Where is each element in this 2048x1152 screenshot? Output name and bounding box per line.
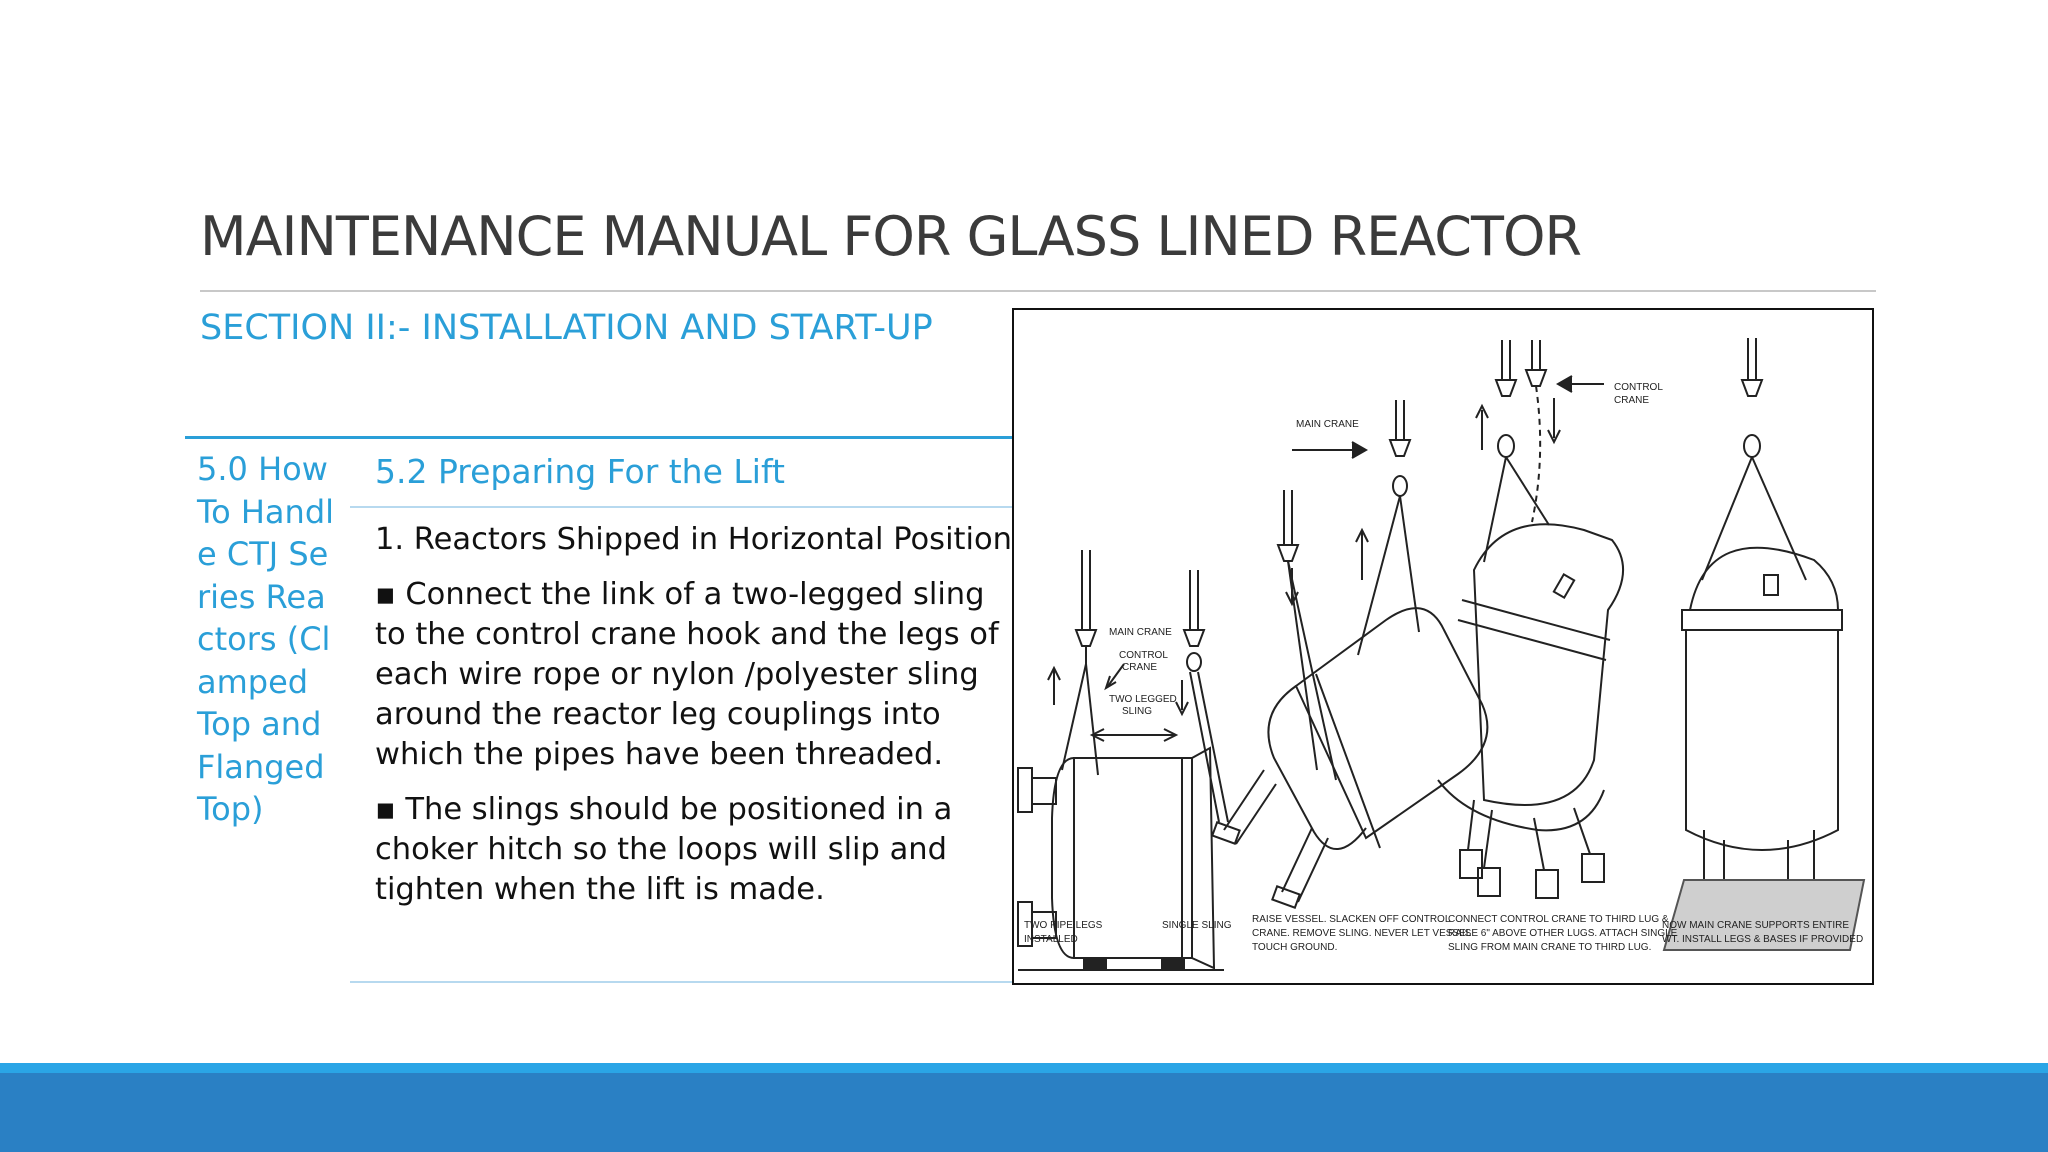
caption-step-3: RAISE 6" ABOVE OTHER LUGS. ATTACH SINGLE <box>1448 928 1678 939</box>
step-2-labels: MAIN CRANE <box>1296 419 1359 430</box>
caption-step-3: SLING FROM MAIN CRANE TO THIRD LUG. <box>1448 942 1651 953</box>
control-crane-label: CONTROL <box>1614 382 1663 393</box>
control-crane-label: CRANE <box>1614 395 1649 406</box>
caption-step-1-sling: SINGLE SLING <box>1162 920 1232 931</box>
caption-step-3: CONNECT CONTROL CRANE TO THIRD LUG & <box>1448 914 1669 925</box>
caption-step-1: INSTALLED <box>1024 934 1078 945</box>
step-4-illustration <box>1681 338 1843 927</box>
step-3-labels: CONTROL CRANE <box>1614 382 1663 406</box>
heading-divider <box>350 506 1015 508</box>
numbered-item: 1. Reactors Shipped in Horizontal Positi… <box>375 522 1012 557</box>
left-divider <box>185 436 1015 439</box>
control-crane-label: CONTROL <box>1119 650 1168 661</box>
caption-step-2: TOUCH GROUND. <box>1252 942 1337 953</box>
left-column-heading: 5.0 How To Handle CTJ Series Reactors (C… <box>197 450 335 828</box>
two-legged-sling-label: TWO LEGGED <box>1109 694 1177 705</box>
two-legged-sling-label: SLING <box>1122 706 1152 717</box>
slide-title: MAINTENANCE MANUAL FOR GLASS LINED REACT… <box>200 205 1582 268</box>
main-crane-label: MAIN CRANE <box>1109 627 1172 638</box>
content-bottom-divider <box>350 981 1015 983</box>
caption-step-2: CRANE. REMOVE SLING. NEVER LET VESSEL <box>1252 928 1472 939</box>
bullet-paragraph: ▪ The slings should be positioned in a c… <box>375 792 953 907</box>
caption-step-4: NOW MAIN CRANE SUPPORTS ENTIRE <box>1662 920 1849 931</box>
main-crane-label: MAIN CRANE <box>1296 419 1359 430</box>
step-1-illustration <box>1017 550 1229 971</box>
step-captions: TWO PIPE LEGS INSTALLED SINGLE SLING RAI… <box>1024 914 1863 953</box>
lifting-illustration: MAIN CRANE CONTROL CRANE TWO LEGGED SLIN… <box>1017 338 1866 971</box>
caption-step-1: TWO PIPE LEGS <box>1024 920 1103 931</box>
footer-accent-bar <box>0 1063 2048 1073</box>
section-content: 1. Reactors Shipped in Horizontal Positi… <box>375 520 1015 925</box>
caption-step-4: WT. INSTALL LEGS & BASES IF PROVIDED <box>1662 934 1863 945</box>
concrete-base <box>1662 879 1866 951</box>
step-3-illustration <box>1437 340 1624 899</box>
section-subtitle: SECTION II:- INSTALLATION AND START-UP <box>200 308 933 348</box>
caption-step-2: RAISE VESSEL. SLACKEN OFF CONTROL <box>1252 914 1451 925</box>
section-heading: 5.2 Preparing For the Lift <box>375 452 785 491</box>
lifting-procedure-figure: MAIN CRANE CONTROL CRANE TWO LEGGED SLIN… <box>1012 308 1874 985</box>
step-1-labels: MAIN CRANE CONTROL CRANE TWO LEGGED SLIN… <box>1109 627 1177 717</box>
title-divider <box>200 290 1876 292</box>
footer-bar <box>0 1073 2048 1152</box>
bullet-paragraph: ▪ Connect the link of a two-legged sling… <box>375 577 999 772</box>
control-crane-label: CRANE <box>1122 662 1157 673</box>
step-2-illustration <box>1211 400 1489 909</box>
